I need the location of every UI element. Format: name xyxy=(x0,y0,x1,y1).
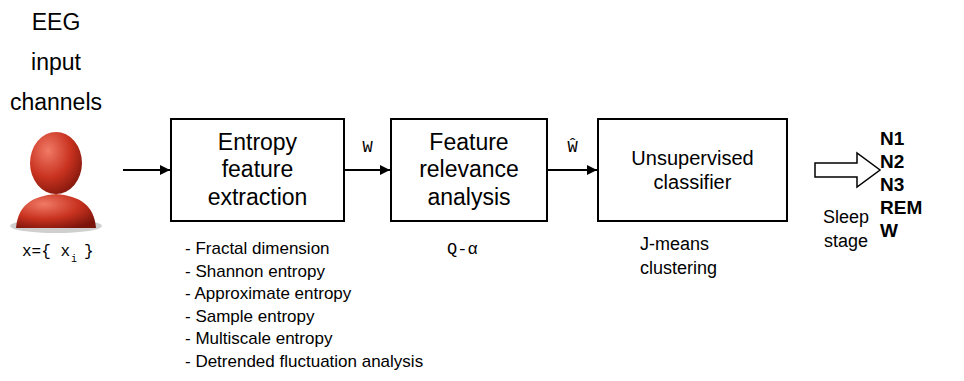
method-item: - Multiscale entropy xyxy=(185,328,332,351)
stage-name: REM xyxy=(880,197,922,220)
signal-name: } xyxy=(84,243,94,262)
process-box: Feature relevance analysis xyxy=(390,118,548,222)
person-head xyxy=(30,132,82,194)
flow-arrow xyxy=(548,169,597,171)
edge-label: Ŵ xyxy=(567,138,577,158)
output-caption: Sleep stage xyxy=(807,205,885,253)
stage-name: N2 xyxy=(880,151,904,174)
box-label: Entropy feature extraction xyxy=(180,129,335,212)
method-name: Q-α xyxy=(447,240,478,260)
method-item: - Sample entropy xyxy=(185,306,314,329)
method-name: J-means clustering xyxy=(640,232,750,280)
box-label: Feature relevance analysis xyxy=(400,129,538,212)
flow-arrow xyxy=(345,169,390,171)
output-arrow xyxy=(815,153,880,187)
method-item: - Detrended fluctuation analysis xyxy=(185,351,423,374)
person-shoulders xyxy=(16,194,96,228)
stage-name: W xyxy=(880,220,898,243)
stage-name: N3 xyxy=(880,174,904,197)
input-caption: EEG input channels xyxy=(8,2,104,122)
stage-name: N1 xyxy=(880,128,904,151)
process-box: Entropy feature extraction xyxy=(170,118,345,222)
signal-name: x={ x xyxy=(22,243,70,262)
input-arrow xyxy=(123,169,170,171)
process-box: Unsupervised classifier xyxy=(597,118,788,222)
signal-subscript: i xyxy=(71,254,77,266)
method-item: - Fractal dimension xyxy=(185,238,330,261)
edge-label: W xyxy=(362,138,372,158)
method-item: - Shannon entropy xyxy=(185,261,325,284)
method-item: - Approximate entropy xyxy=(185,283,351,306)
box-label: Unsupervised classifier xyxy=(607,146,778,194)
